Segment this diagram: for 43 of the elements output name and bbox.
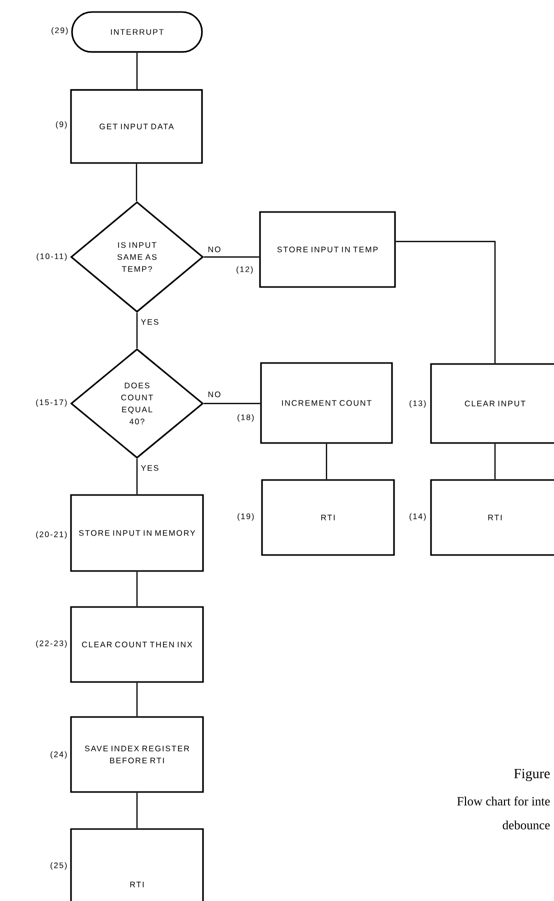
- callout-number: (9): [56, 121, 67, 129]
- connector-line: [396, 240, 496, 364]
- callout-number: (18): [238, 414, 254, 422]
- callout-number: (24): [50, 751, 67, 759]
- connector-line: [136, 52, 138, 90]
- callout-number: (22-23): [36, 640, 67, 648]
- connector-line: [326, 444, 328, 480]
- connector-line: [136, 682, 138, 716]
- callout-number: (25): [50, 862, 67, 870]
- connector-line: [204, 256, 260, 258]
- process-box: STORE INPUT IN TEMP: [259, 211, 396, 288]
- process-box: GET INPUT DATA: [70, 89, 203, 164]
- caption-text: debounce: [502, 820, 550, 830]
- terminal-box: INTERRUPT: [71, 11, 203, 53]
- connector-line: [136, 164, 138, 202]
- process-box: RTI: [430, 479, 554, 556]
- connector-line: [136, 792, 138, 828]
- callout-number: (13): [410, 400, 426, 408]
- caption-text: Flow chart for inte: [457, 796, 550, 806]
- connector-line: [494, 444, 496, 480]
- process-box: STORE INPUT IN MEMORY: [70, 494, 204, 572]
- connector-line: [136, 312, 138, 348]
- process-box: CLEAR INPUT: [430, 363, 554, 444]
- connector-line: [136, 458, 138, 494]
- process-box: RTI: [70, 828, 204, 901]
- connector-line: [136, 572, 138, 606]
- callout-number: (20-21): [36, 531, 67, 539]
- connector-line: [204, 402, 260, 404]
- process-box: CLEAR COUNT THEN INX: [70, 606, 204, 683]
- caption-text: Figure: [514, 768, 550, 782]
- callout-number: (12): [236, 266, 253, 274]
- edge-label: NO: [208, 246, 220, 252]
- edge-label: YES: [140, 319, 158, 325]
- edge-label: NO: [208, 392, 220, 398]
- callout-number: (19): [238, 513, 254, 521]
- callout-number: (10-11): [36, 253, 67, 261]
- process-box: SAVE INDEX REGISTER BEFORE RTI: [70, 716, 204, 793]
- callout-number: (29): [52, 27, 68, 35]
- callout-number: (14): [410, 513, 426, 521]
- process-box: INCREMENT COUNT: [260, 362, 393, 444]
- edge-label: YES: [140, 465, 158, 471]
- process-box: RTI: [261, 479, 395, 556]
- callout-number: (15-17): [36, 399, 67, 407]
